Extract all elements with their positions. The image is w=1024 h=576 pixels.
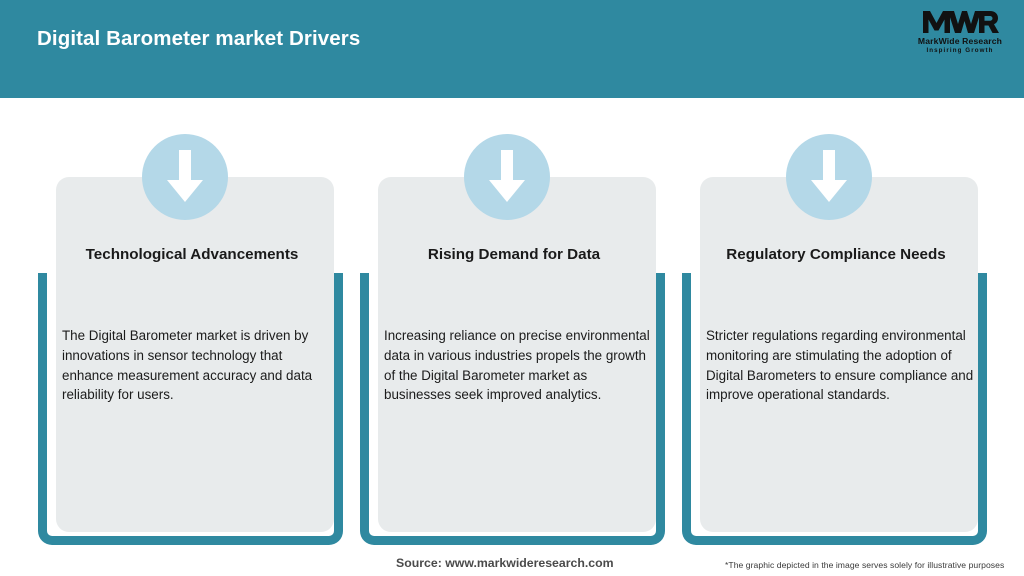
driver-title: Technological Advancements (85, 246, 299, 263)
driver-card-1: Technological Advancements The Digital B… (38, 98, 346, 545)
driver-card-3: Regulatory Compliance Needs Stricter reg… (682, 98, 990, 545)
down-arrow-icon (786, 134, 872, 220)
driver-card-2: Rising Demand for Data Increasing relian… (360, 98, 668, 545)
disclaimer-text: *The graphic depicted in the image serve… (725, 560, 1005, 570)
mwr-logo-icon (910, 9, 1010, 35)
card-frame (360, 273, 665, 545)
logo-company-name: MarkWide Research (917, 36, 1003, 46)
driver-title: Regulatory Compliance Needs (726, 246, 946, 263)
down-arrow-icon (464, 134, 550, 220)
card-panel (56, 177, 334, 532)
card-frame (682, 273, 987, 545)
driver-description: Stricter regulations regarding environme… (706, 328, 974, 403)
drivers-container: Technological Advancements The Digital B… (0, 98, 1024, 545)
page-title: Digital Barometer market Drivers (37, 27, 361, 50)
header-bar: Digital Barometer market Drivers MarkWid… (0, 0, 1024, 98)
driver-description: The Digital Barometer market is driven b… (62, 328, 313, 403)
driver-title: Rising Demand for Data (427, 246, 601, 263)
card-panel (378, 177, 656, 532)
card-frame (38, 273, 343, 545)
logo-tagline: Inspiring Growth (926, 47, 994, 54)
source-label: Source: www.markwideresearch.com (396, 556, 614, 570)
down-arrow-icon (142, 134, 228, 220)
driver-description: Increasing reliance on precise environme… (384, 328, 650, 403)
brand-logo: MarkWide Research Inspiring Growth (910, 9, 1010, 61)
card-panel (700, 177, 978, 532)
